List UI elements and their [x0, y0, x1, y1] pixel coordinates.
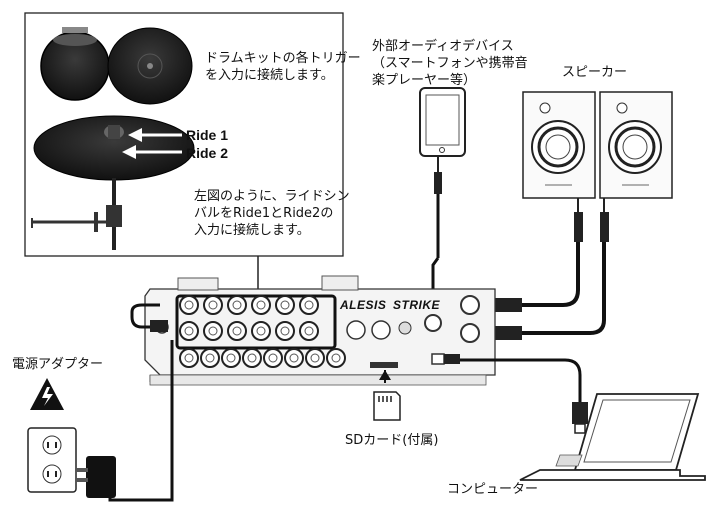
ride-caption: 左図のように、ライドシン バルをRide1とRide2の 入力に接続します。 — [194, 189, 350, 238]
trigger-jack-hole — [232, 326, 242, 336]
ride1-label: Ride 1 — [186, 127, 229, 143]
brand-alesis: ALESIS — [340, 298, 387, 312]
trigger-jack-hole — [184, 353, 194, 363]
sd-card-slot — [370, 362, 398, 368]
brand-strike: STRIKE — [393, 298, 441, 312]
speakers-label: スピーカー — [562, 65, 628, 80]
drum-pad-icon — [40, 27, 110, 101]
midi-out-port — [346, 320, 366, 340]
laptop-icon — [519, 393, 706, 481]
main-out-right — [460, 323, 480, 343]
main-out-left — [460, 295, 480, 315]
usb-port — [431, 353, 445, 365]
trigger-jack-hole — [184, 300, 194, 310]
trigger-jack-hole — [205, 353, 215, 363]
phones-jack — [424, 314, 442, 332]
trigger-jack-hole — [331, 353, 341, 363]
trigger-jack-hole — [310, 353, 320, 363]
trigger-jack-hole — [304, 300, 314, 310]
trigger-jack-hole — [304, 326, 314, 336]
trigger-jack-hole — [268, 353, 278, 363]
trigger-jack-hole — [184, 326, 194, 336]
trigger-jack-hole — [232, 300, 242, 310]
strike-module — [144, 275, 496, 386]
speaker-right-icon — [599, 91, 673, 199]
speaker-left-icon — [522, 91, 596, 199]
smartphone-icon — [419, 87, 466, 157]
midi-in-port — [371, 320, 391, 340]
trigger-jack-hole — [208, 326, 218, 336]
power-adapter-icon — [27, 378, 116, 498]
power-adapter-label: 電源アダプター — [12, 357, 104, 372]
trigger-jack-hole — [226, 353, 236, 363]
ride2-arrow-icon — [122, 145, 182, 159]
ride1-arrow-icon — [128, 128, 182, 142]
trigger-jack-hole — [208, 300, 218, 310]
trigger-jack-hole — [280, 326, 290, 336]
trigger-jack-hole — [256, 326, 266, 336]
cymbal-pad-icon — [107, 27, 193, 105]
ride2-label: Ride 2 — [186, 145, 229, 161]
ride-cymbal-icon — [31, 115, 195, 250]
trigger-jack-hole — [247, 353, 257, 363]
trigger-jack-hole — [256, 300, 266, 310]
usb-cable — [444, 354, 588, 434]
external-device-label: 外部オーディオデバイス （スマートフォンや携帯音 楽プレーヤー等） — [372, 39, 528, 88]
speaker-cables — [478, 198, 609, 340]
sd-card-label: SDカード(付属) — [345, 433, 439, 448]
trigger-caption: ドラムキットの各トリガー を入力に接続します。 — [205, 51, 361, 83]
sd-card-icon — [373, 370, 401, 421]
trigger-input-jacks — [179, 295, 346, 368]
computer-label: コンピューター — [447, 482, 539, 497]
trigger-jack-hole — [289, 353, 299, 363]
contrast-knob — [398, 321, 412, 335]
trigger-jack-hole — [280, 300, 290, 310]
